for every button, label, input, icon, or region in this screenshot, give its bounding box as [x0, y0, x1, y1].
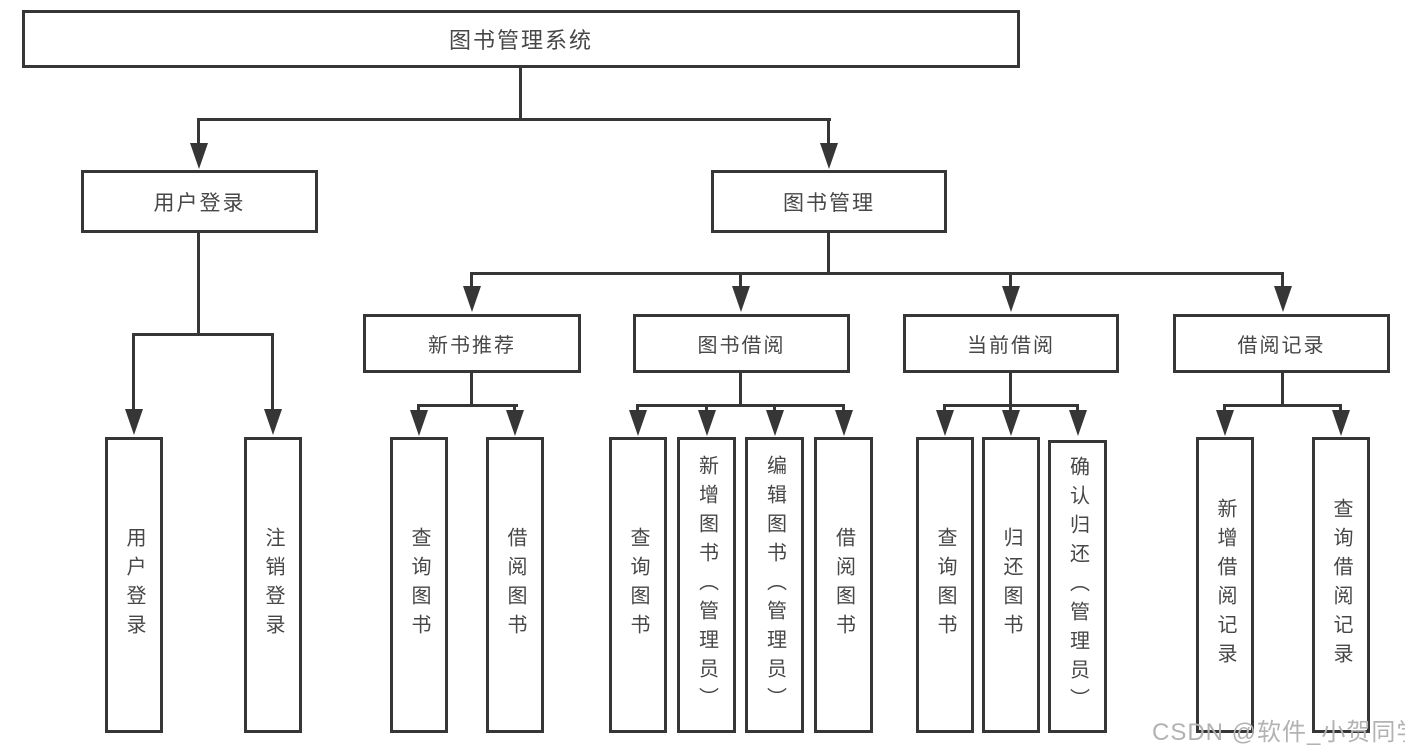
connector-login-stem [197, 233, 200, 336]
node-new-book-recommendation: 新书推荐 [363, 314, 581, 373]
connector-arrow-stem [1339, 404, 1342, 413]
node-root-label: 图书管理系统 [448, 28, 593, 53]
arrow-down-icon [463, 286, 481, 312]
connector-arrow-stem [417, 404, 420, 413]
connector-arrow-stem [1281, 272, 1284, 288]
leaf-label: 查询图书 [627, 527, 649, 643]
leaf-label: 归还图书 [1000, 527, 1022, 643]
node-user-login: 用户登录 [81, 170, 318, 233]
node-user-login-label: 用户登录 [153, 191, 246, 215]
connector-group-stem [739, 373, 742, 407]
leaf-label: 查询图书 [408, 527, 430, 643]
arrow-down-icon [264, 409, 282, 435]
leaf-label: 编辑图书（管理员） [763, 454, 786, 716]
arrow-down-icon [1002, 410, 1020, 436]
arrow-down-icon [629, 410, 647, 436]
connector-mgmt-stem [827, 233, 830, 275]
leaf-label: 新增借阅记录 [1214, 498, 1236, 672]
leaf-query-books-current: 查询图书 [916, 437, 974, 733]
leaf-logout: 注销登录 [244, 437, 302, 733]
arrow-down-icon [732, 286, 750, 312]
connector-arrow-stem [636, 404, 639, 413]
arrow-down-icon [1069, 410, 1087, 436]
leaf-label: 确认归还（管理员） [1066, 456, 1089, 717]
connector-arrow-stem [513, 404, 516, 413]
leaf-label: 新增图书（管理员） [695, 454, 718, 716]
csdn-watermark: CSDN @软件_小贺同学 [1152, 719, 1405, 746]
connector-arrow-stem [1223, 404, 1226, 413]
arrow-down-icon [766, 410, 784, 436]
node-book-management: 图书管理 [711, 170, 947, 233]
node-label: 新书推荐 [428, 335, 516, 357]
node-book-management-label: 图书管理 [783, 191, 875, 215]
connector-arrow-stem [1009, 404, 1012, 413]
connector-arrow-stem [773, 404, 776, 413]
arrow-down-icon [1332, 410, 1350, 436]
connector-arrow-stem [739, 272, 742, 288]
connector-arrow-stem [470, 272, 473, 288]
connector-group-rail [636, 404, 845, 407]
leaf-query-borrow-record: 查询借阅记录 [1312, 437, 1370, 733]
connector-group-stem [470, 373, 473, 407]
arrow-down-icon [698, 410, 716, 436]
leaf-user-login: 用户登录 [105, 437, 163, 733]
connector-group-rail [417, 404, 518, 407]
connector-arrow-stem [1076, 404, 1079, 413]
leaf-label: 查询借阅记录 [1330, 498, 1352, 672]
connector-arrow-stem [827, 118, 830, 146]
connector-root-stem [519, 68, 522, 121]
arrow-down-icon [506, 410, 524, 436]
connector-group-rail [1223, 404, 1341, 407]
connector-arrow-stem [1009, 272, 1012, 288]
node-label: 当前借阅 [967, 335, 1055, 357]
connector-login-rail [132, 333, 274, 336]
leaf-borrow-books-recommend: 借阅图书 [486, 437, 544, 733]
arrow-down-icon [410, 410, 428, 436]
connector-level1-rail [197, 118, 831, 121]
leaf-query-books-recommend: 查询图书 [390, 437, 448, 733]
arrow-down-icon [190, 143, 208, 169]
node-book-borrowing: 图书借阅 [633, 314, 850, 373]
connector-group-stem [1009, 373, 1012, 407]
node-root: 图书管理系统 [22, 10, 1020, 68]
leaf-label: 用户登录 [123, 527, 145, 643]
leaf-confirm-return-admin: 确认归还（管理员） [1048, 440, 1107, 733]
leaf-query-books-borrowing: 查询图书 [609, 437, 667, 733]
connector-arrow-stem [842, 404, 845, 413]
arrow-down-icon [835, 410, 853, 436]
arrow-down-icon [1216, 410, 1234, 436]
arrow-down-icon [936, 410, 954, 436]
leaf-label: 注销登录 [262, 527, 284, 643]
leaf-label: 借阅图书 [504, 527, 526, 643]
arrow-down-icon [820, 143, 838, 169]
node-borrowing-records: 借阅记录 [1173, 314, 1390, 373]
leaf-add-borrow-record: 新增借阅记录 [1196, 437, 1254, 733]
leaf-label: 借阅图书 [832, 527, 855, 643]
connector-level3-rail [470, 272, 1284, 275]
connector-arrow-stem [705, 404, 708, 413]
arrow-down-icon [1002, 286, 1020, 312]
leaf-add-books-admin: 新增图书（管理员） [677, 437, 736, 733]
node-current-borrowing: 当前借阅 [903, 314, 1119, 373]
leaf-label: 查询图书 [934, 527, 956, 643]
leaf-return-books: 归还图书 [982, 437, 1040, 733]
connector-arrow-stem [271, 333, 274, 411]
node-label: 借阅记录 [1237, 335, 1326, 357]
connector-group-stem [1281, 373, 1284, 407]
leaf-edit-books-admin: 编辑图书（管理员） [745, 437, 804, 733]
arrow-down-icon [1274, 286, 1292, 312]
connector-arrow-stem [132, 333, 135, 411]
connector-arrow-stem [943, 404, 946, 413]
node-label: 图书借阅 [697, 335, 786, 357]
leaf-borrow-books: 借阅图书 [814, 437, 873, 733]
connector-arrow-stem [197, 118, 200, 146]
arrow-down-icon [125, 409, 143, 435]
